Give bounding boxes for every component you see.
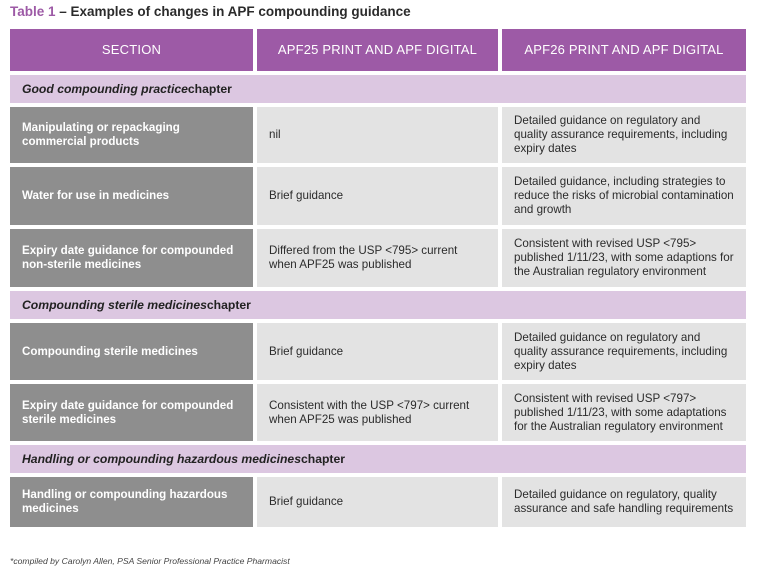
row-section-cell: Compounding sterile medicines <box>10 323 253 380</box>
comparison-table: SECTION APF25 PRINT AND APF DIGITAL APF2… <box>10 29 746 531</box>
row-section-cell: Handling or compounding hazardous medici… <box>10 477 253 527</box>
section-heading-sterile: Compounding sterile medicines chapter <box>10 291 746 319</box>
table-row: Manipulating or repackaging commercial p… <box>10 107 746 163</box>
section-heading-suffix: chapter <box>206 298 251 312</box>
row-apf25-cell: Brief guidance <box>257 477 498 527</box>
row-apf26-cell: Consistent with revised USP <795> publis… <box>502 229 746 287</box>
table-row: Compounding sterile medicines Brief guid… <box>10 323 746 380</box>
section-heading-title: Compounding sterile medicines <box>22 298 207 312</box>
row-apf25-cell: Brief guidance <box>257 167 498 225</box>
section-heading-good-compounding: Good compounding practice chapter <box>10 75 746 103</box>
table-row: Expiry date guidance for compounded ster… <box>10 384 746 441</box>
header-apf26: APF26 PRINT AND APF DIGITAL <box>502 29 746 71</box>
header-apf25: APF25 PRINT AND APF DIGITAL <box>257 29 498 71</box>
row-apf26-cell: Detailed guidance on regulatory and qual… <box>502 323 746 380</box>
row-section-cell: Expiry date guidance for compounded non-… <box>10 229 253 287</box>
table-title: – Examples of changes in APF compounding… <box>55 4 411 19</box>
row-apf25-cell: Consistent with the USP <797> current wh… <box>257 384 498 441</box>
section-heading-suffix: chapter <box>187 82 232 96</box>
table-row: Water for use in medicines Brief guidanc… <box>10 167 746 225</box>
table-number: Table 1 <box>10 4 56 19</box>
row-apf26-cell: Detailed guidance on regulatory and qual… <box>502 107 746 163</box>
row-section-cell: Expiry date guidance for compounded ster… <box>10 384 253 441</box>
row-apf25-cell: Differed from the USP <795> current when… <box>257 229 498 287</box>
section-heading-row: Compounding sterile medicines chapter <box>10 291 746 319</box>
row-apf26-cell: Detailed guidance on regulatory, quality… <box>502 477 746 527</box>
header-section: SECTION <box>10 29 253 71</box>
table-row: Expiry date guidance for compounded non-… <box>10 229 746 287</box>
section-heading-row: Good compounding practice chapter <box>10 75 746 103</box>
section-heading-suffix: chapter <box>300 452 346 466</box>
row-apf25-cell: nil <box>257 107 498 163</box>
row-section-cell: Manipulating or repackaging commercial p… <box>10 107 253 163</box>
section-heading-title: Good compounding practice <box>22 82 188 96</box>
row-section-cell: Water for use in medicines <box>10 167 253 225</box>
table-header-row: SECTION APF25 PRINT AND APF DIGITAL APF2… <box>10 29 746 71</box>
section-heading-row: Handling or compounding hazardous medici… <box>10 445 746 473</box>
row-apf25-cell: Brief guidance <box>257 323 498 380</box>
table-row: Handling or compounding hazardous medici… <box>10 477 746 527</box>
table-caption: Table 1 – Examples of changes in APF com… <box>10 4 411 19</box>
row-apf26-cell: Detailed guidance, including strategies … <box>502 167 746 225</box>
row-apf26-cell: Consistent with revised USP <797> publis… <box>502 384 746 441</box>
section-heading-hazardous: Handling or compounding hazardous medici… <box>10 445 746 473</box>
table-footnote: *compiled by Carolyn Allen, PSA Senior P… <box>10 556 290 566</box>
section-heading-title: Handling or compounding hazardous medici… <box>22 452 301 466</box>
